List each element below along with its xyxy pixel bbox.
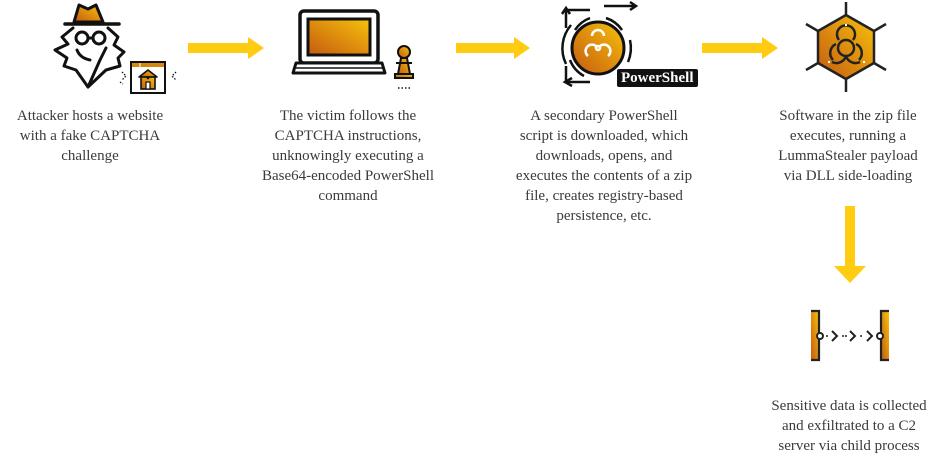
flow-arrow-1-to-2	[188, 37, 264, 59]
flow-arrow-3-to-4	[702, 37, 778, 59]
flow-arrow-2-to-3	[456, 37, 530, 59]
step-3-caption: A secondary PowerShell script is downloa…	[515, 108, 693, 224]
biohazard-hexagon-icon	[805, 2, 887, 92]
powershell-badge: PowerShell	[617, 69, 698, 87]
step-1-caption: Attacker hosts a website with a fake CAP…	[16, 108, 164, 164]
attacker-spy-icon	[53, 3, 177, 94]
step-5-caption: Sensitive data is collected and exfiltra…	[771, 398, 927, 454]
laptop-pawn-icon	[291, 9, 414, 89]
flow-arrow-4-to-5	[834, 206, 866, 283]
step-2-caption: The victim follows the CAPTCHA instructi…	[261, 108, 435, 204]
step-4-caption: Software in the zip file executes, runni…	[778, 108, 918, 184]
powershell-biohazard-icon	[560, 0, 639, 88]
data-transfer-icon	[811, 309, 889, 362]
